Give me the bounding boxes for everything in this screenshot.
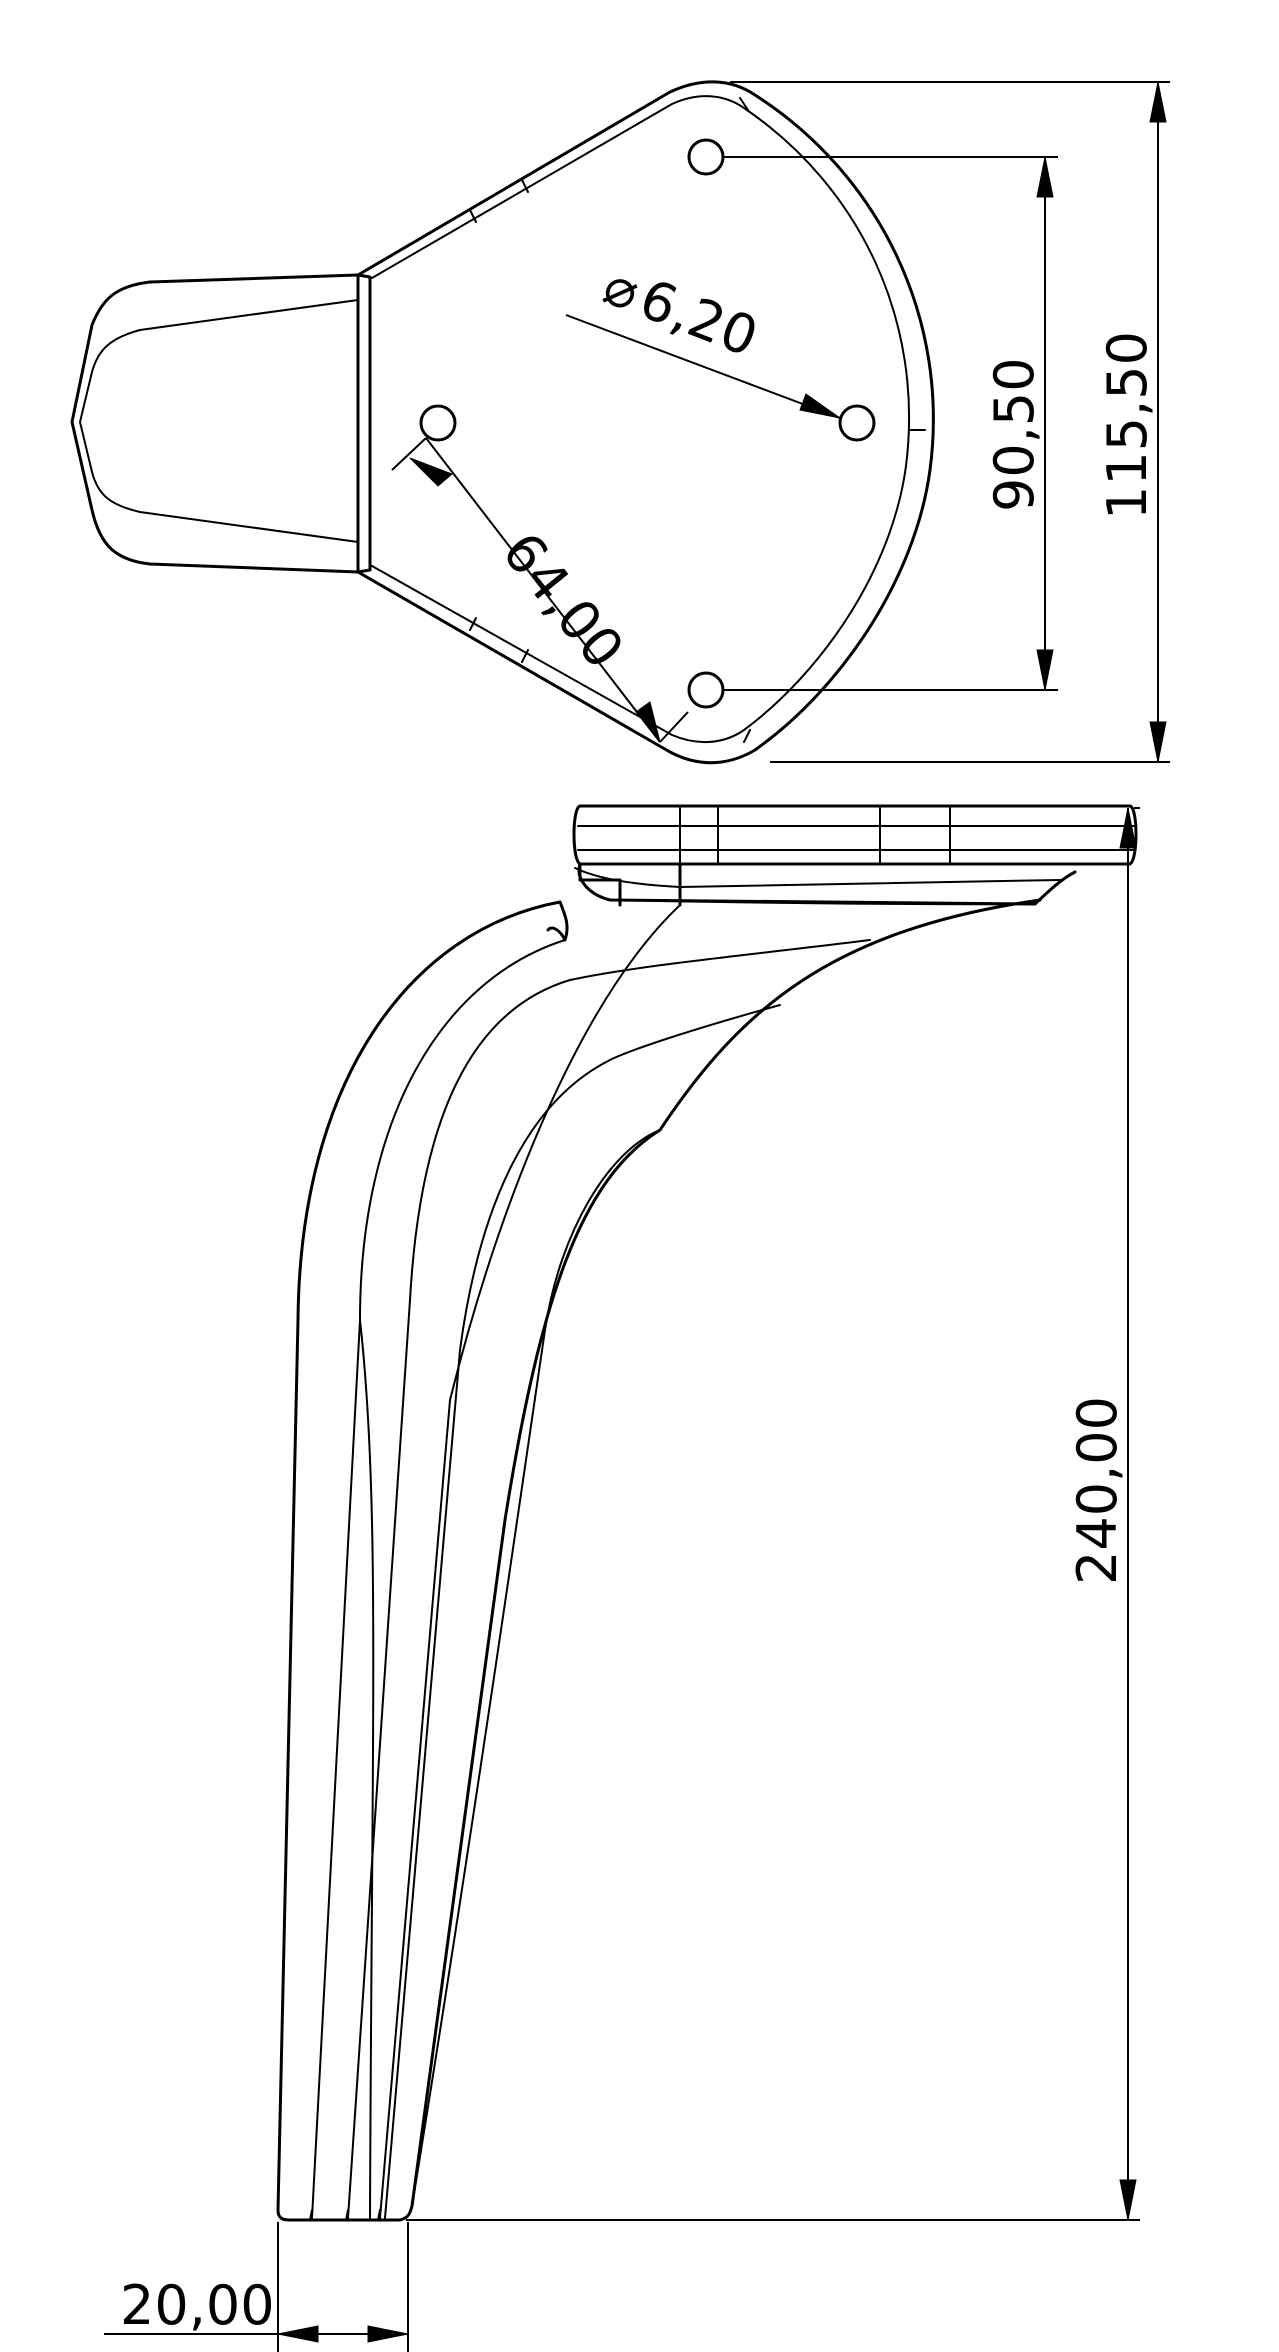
dim-plate-height-arrow-bottom: [1149, 721, 1167, 763]
dim-leg-height-arrow-top: [1119, 807, 1137, 849]
dim-hole-spacing-arrow-b: [635, 701, 661, 743]
dim-foot-width-text: 20,00: [120, 2274, 275, 2337]
mount-hole-left: [419, 404, 457, 442]
plate-front-tab-outer: [70, 273, 360, 574]
dim-plate-height-lines: [730, 81, 1170, 763]
mount-hole-bottom: [687, 671, 725, 709]
dim-leg-height-lines: [406, 807, 1140, 2221]
dim-foot-width-arrow-right: [367, 2325, 409, 2343]
plate-front-tab-inner: [78, 299, 359, 543]
leg-mount-lines: [574, 867, 1061, 906]
dim-plate-height-text: 115,50: [1096, 331, 1159, 520]
dim-hole-spacing-diagonal-line: [391, 437, 689, 743]
plate-outline: [356, 80, 935, 765]
leg-notch: [546, 900, 569, 942]
leg-top-plate: [572, 804, 1138, 866]
dim-hole-diameter-arrow: [799, 393, 841, 419]
dim-hole-spacing-vertical-arrow-bottom: [1036, 649, 1054, 691]
leg-foot-ticks: [309, 2209, 381, 2221]
dim-foot-width-lines: [104, 2222, 409, 2352]
dim-hole-spacing-diagonal-text: 64,00: [490, 521, 636, 681]
dim-foot-width-arrow-left: [277, 2325, 319, 2343]
mount-hole-top: [687, 138, 725, 176]
dim-leg-height-arrow-bottom: [1119, 2179, 1137, 2221]
dim-plate-height-arrow-top: [1149, 81, 1167, 123]
leg-contour-6: [359, 1319, 375, 2219]
leg-contour-3: [379, 904, 681, 2219]
dim-hole-diameter-text: ⌀6,20: [595, 253, 766, 369]
dim-hole-spacing-vertical-lines: [723, 156, 1058, 691]
leg-contour-1: [311, 939, 566, 2219]
leg-mount-block: [577, 862, 1077, 907]
plate-flange: [356, 273, 372, 574]
plate-edge-ticks: [469, 97, 926, 743]
mount-hole-right: [838, 404, 876, 442]
top-view: [70, 80, 935, 765]
dim-leg-height-text: 240,00: [1066, 1396, 1129, 1585]
dim-hole-spacing-vertical-text: 90,50: [983, 357, 1046, 512]
leg-top-plate-lines: [577, 807, 1135, 863]
leg-contour-5: [411, 1129, 661, 2207]
dim-hole-spacing-vertical-arrow-top: [1036, 156, 1054, 198]
dim-hole-diameter-leader: [565, 314, 841, 419]
side-view: [276, 804, 1138, 2222]
leg-contour-4: [384, 1004, 781, 2219]
plate-inner-outline: [371, 95, 910, 744]
leg-contour-2: [347, 939, 871, 2219]
dimensions: ⌀6,20 64,00 90,50 115,50 240,00 20,00: [104, 81, 1170, 2352]
dim-hole-spacing-arrow-a: [409, 457, 453, 487]
